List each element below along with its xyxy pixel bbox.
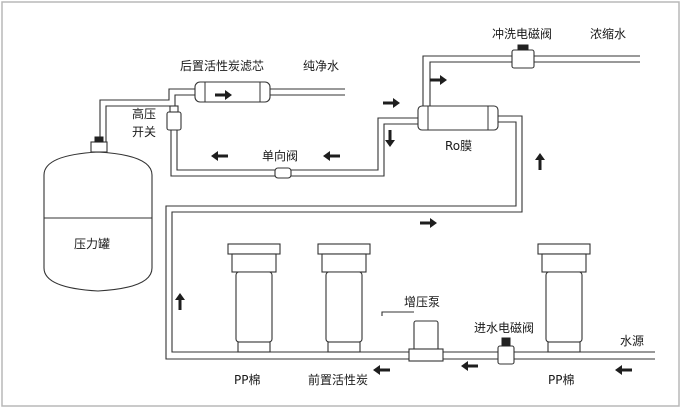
pp-cotton-right-label: PP棉: [548, 373, 574, 387]
flow-arrow-right-icon: [383, 98, 400, 108]
product-pipe-inner: [170, 123, 418, 177]
flow-arrow-left-icon: [461, 361, 478, 371]
flow-arrow-down-icon: [385, 130, 395, 147]
water-source-label: 水源: [620, 334, 644, 348]
ro-membrane-label: Ro膜: [445, 139, 472, 153]
flush-solenoid-label: 冲洗电磁阀: [492, 26, 552, 41]
flow-arrows: [175, 75, 632, 375]
pp-cotton-left-label: PP棉: [234, 373, 260, 387]
flow-arrow-up-icon: [535, 153, 545, 170]
post-carbon-filter-label: 后置活性炭滤芯: [180, 59, 264, 73]
flow-arrow-left-icon: [323, 151, 340, 161]
pre-carbon-label: 前置活性炭: [308, 372, 368, 387]
check-valve: [274, 167, 292, 179]
flow-arrow-left-icon: [615, 365, 632, 375]
pure-water-label: 纯净水: [303, 59, 339, 73]
pp-filter-housing-left: [227, 243, 281, 353]
flow-arrow-right-icon: [420, 218, 437, 228]
high-pressure-switch: [166, 105, 182, 131]
flow-arrow-left-icon: [373, 365, 390, 375]
pre-carbon-filter-housing: [317, 243, 371, 353]
inlet-solenoid-valve: [497, 337, 515, 365]
flow-arrow-left-icon: [211, 151, 228, 161]
booster-pump: [381, 311, 444, 362]
booster-pump-label: 增压泵: [404, 295, 440, 309]
concentrate-pipe: [422, 55, 640, 106]
inlet-solenoid-label: 进水电磁阀: [474, 320, 534, 335]
flush-solenoid-valve: [511, 44, 535, 69]
pp-filter-housing-right: [537, 243, 591, 353]
flow-arrow-right-icon: [430, 75, 447, 85]
pressure-tank-label: 压力罐: [74, 237, 110, 251]
check-valve-label: 单向阀: [262, 148, 298, 163]
flow-arrow-right-icon: [215, 90, 232, 100]
pressure-tank: [43, 136, 153, 292]
ro-membrane: [417, 105, 499, 131]
product-pipe: [176, 117, 418, 171]
high-pressure-switch-label-2: 开关: [132, 125, 156, 139]
concentrate-water-label: 浓缩水: [590, 26, 626, 41]
post-carbon-filter: [194, 81, 271, 103]
high-pressure-switch-label: 高压: [132, 106, 156, 121]
pure-water-pipe: [270, 88, 345, 96]
main-supply-pipe-inner: [165, 121, 655, 360]
tank-pipe: [99, 88, 195, 142]
flow-arrow-up-icon: [175, 293, 185, 310]
